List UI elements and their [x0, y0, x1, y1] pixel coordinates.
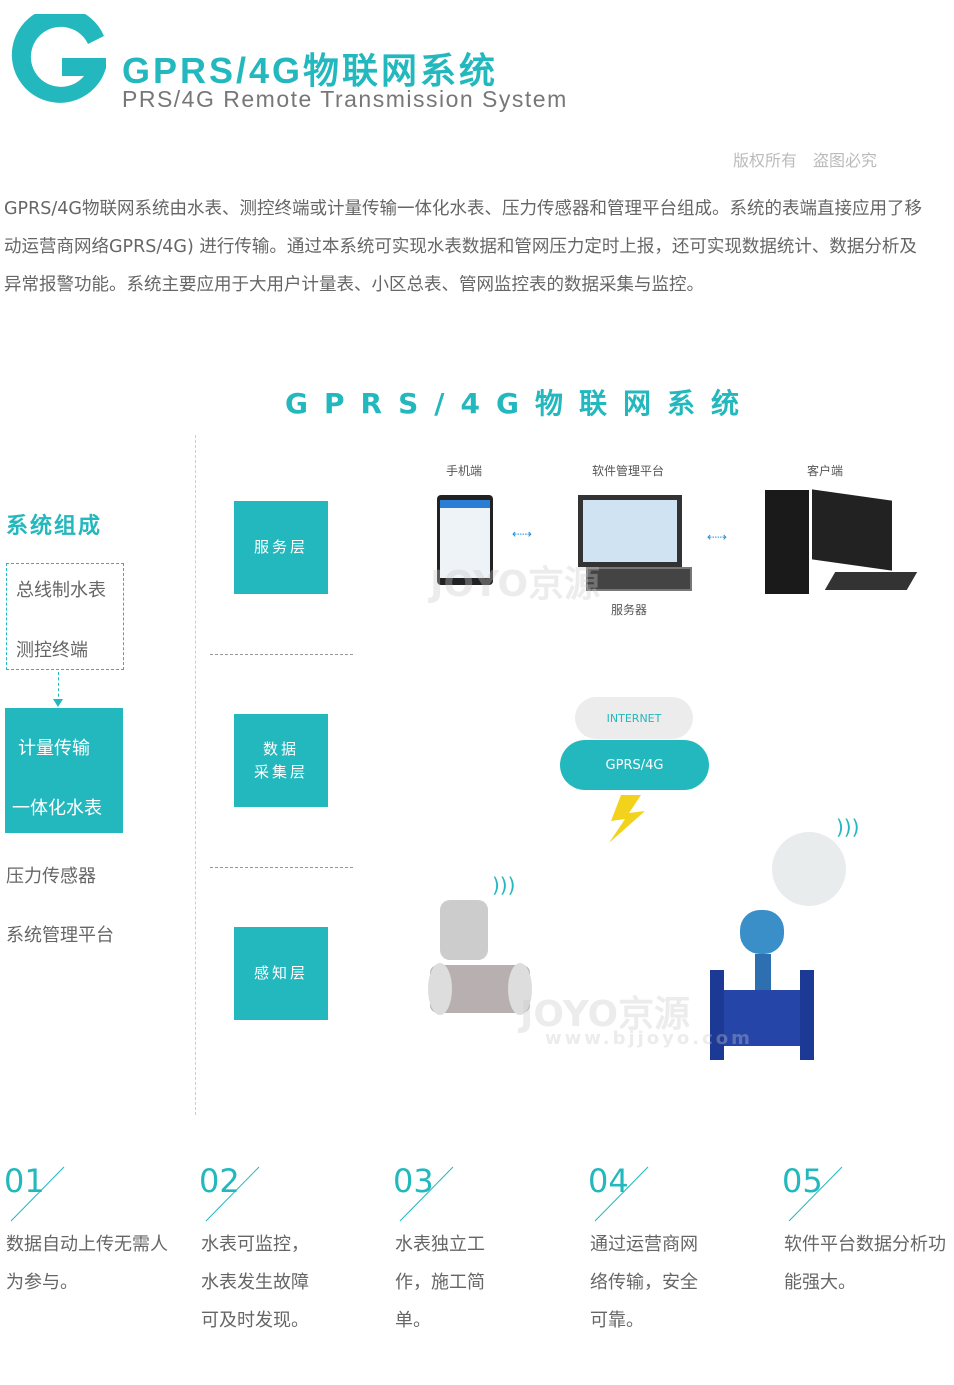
keyboard-image	[824, 572, 918, 590]
feature-text: 数据自动上传无需人为参与。	[6, 1234, 168, 1293]
phone-image	[437, 495, 493, 585]
slash-divider	[788, 1166, 844, 1226]
composition-item: 一体化水表	[12, 798, 102, 819]
feature-text: 通过运营商网络传输，安全可靠。	[590, 1234, 698, 1331]
bidirectional-arrow-icon: ⇠⇢	[707, 530, 728, 544]
layer-data-collection: 数据 采集层	[234, 714, 328, 807]
divider-vertical	[195, 435, 196, 1115]
pressure-terminal-image	[772, 832, 846, 906]
slash-divider	[205, 1166, 261, 1226]
label-phone: 手机端	[446, 464, 483, 478]
electromagnetic-flowmeter-image	[410, 895, 550, 1035]
composition-heading: 系统组成	[6, 514, 103, 539]
feature-text: 水表独立工作，施工简单。	[395, 1234, 485, 1331]
composition-item: 总线制水表	[16, 580, 106, 601]
page-title: GPRS/4G物联网系统	[122, 50, 499, 91]
bidirectional-arrow-icon: ⇠⇢	[512, 527, 533, 541]
label-platform: 软件管理平台	[592, 464, 665, 478]
layer-perception: 感知层	[234, 927, 328, 1020]
wifi-icon: )))	[492, 873, 516, 897]
divider-horizontal	[210, 867, 353, 868]
feature-text: 水表可监控，水表发生故障可及时发现。	[201, 1234, 309, 1331]
divider-horizontal	[210, 654, 353, 655]
composition-item: 系统管理平台	[6, 925, 114, 946]
watermark-url: www.bjjoyo.com	[545, 1028, 753, 1049]
pc-tower-image	[765, 490, 809, 594]
server-image	[586, 567, 692, 591]
composition-item: 测控终端	[16, 640, 88, 661]
page-subtitle: PRS/4G Remote Transmission System	[122, 86, 568, 112]
connector-line	[58, 672, 59, 702]
composition-item: 计量传输	[18, 738, 90, 759]
copyright-notice: 版权所有 盗图必究	[733, 151, 878, 170]
client-monitor-image	[812, 489, 892, 571]
slash-divider	[10, 1166, 66, 1226]
monitor-image	[578, 495, 682, 567]
composition-group-box	[6, 563, 124, 670]
arrow-down-icon	[53, 699, 63, 707]
composition-item: 压力传感器	[6, 866, 96, 887]
composition-highlight-box	[5, 708, 123, 833]
layer-service: 服务层	[234, 501, 328, 594]
feature-text: 软件平台数据分析功能强大。	[784, 1234, 946, 1293]
slash-divider	[594, 1166, 650, 1226]
blue-flowmeter-image	[710, 910, 815, 1060]
intro-paragraph: GPRS/4G物联网系统由水表、测控终端或计量传输一体化水表、压力传感器和管理平…	[4, 199, 922, 295]
label-server: 服务器	[611, 603, 648, 617]
watermark: JOYO京源	[430, 564, 601, 605]
slash-divider	[399, 1166, 455, 1226]
watermark: JOYO京源	[520, 994, 691, 1035]
diagram-title: GPRS/4G物联网系统	[285, 387, 755, 420]
label-client: 客户端	[807, 464, 844, 478]
lightning-icon	[607, 795, 647, 849]
logo-g	[6, 6, 110, 114]
gprs-cloud: GPRS/4G	[560, 740, 709, 790]
wifi-icon: )))	[836, 815, 860, 839]
internet-cloud: INTERNET	[575, 697, 693, 739]
